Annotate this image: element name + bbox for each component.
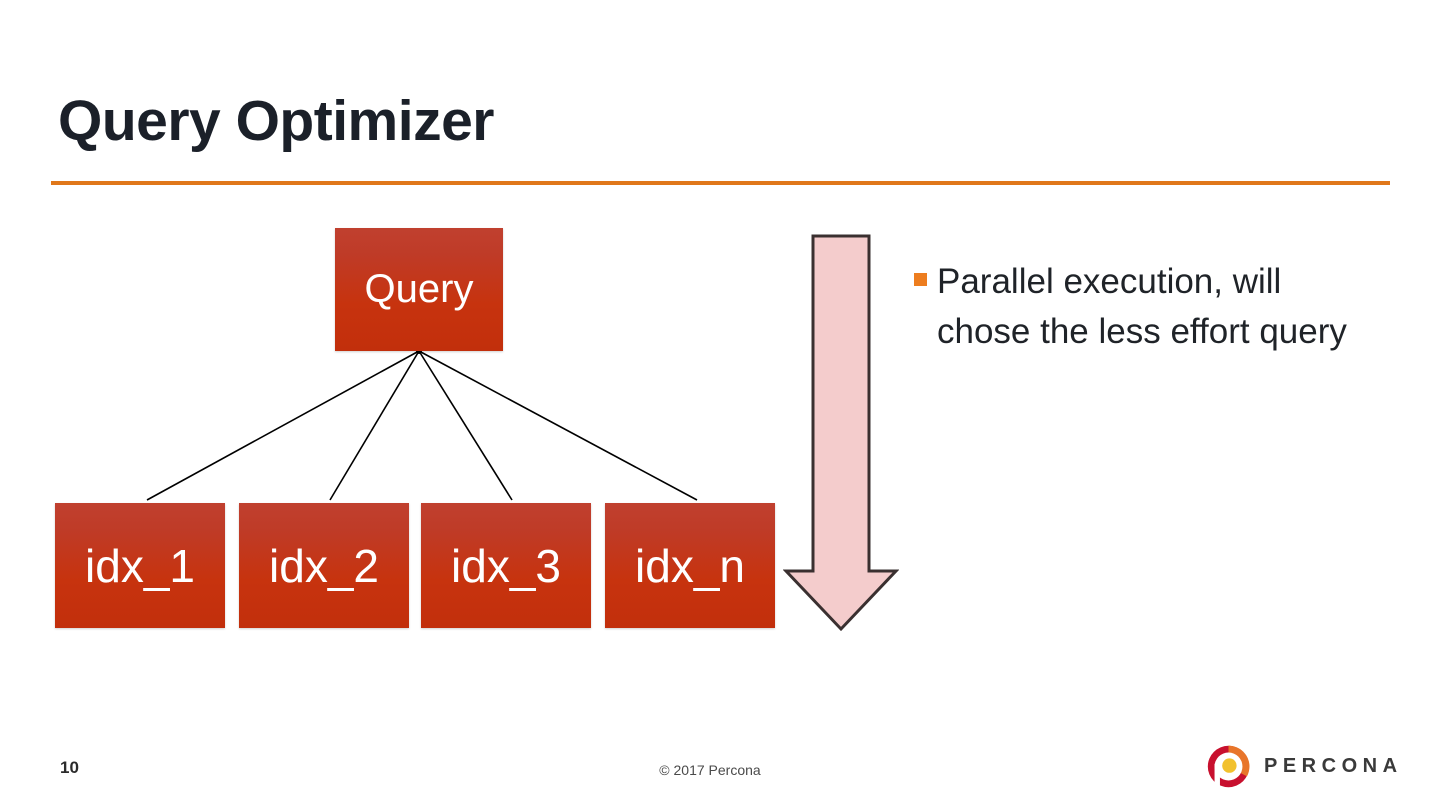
- down-arrow-icon: [783, 234, 899, 632]
- diagram-node-idx-n-label: idx_n: [635, 539, 745, 592]
- copyright-text: © 2017 Percona: [659, 762, 761, 778]
- diagram-node-idx-2[interactable]: idx_2: [239, 503, 409, 628]
- bullet-list: Parallel execution, will chose the less …: [914, 257, 1364, 358]
- diagram-node-idx-1[interactable]: idx_1: [55, 503, 225, 628]
- connector-line-idx-3: [418, 350, 513, 501]
- diagram-node-query[interactable]: Query: [335, 228, 503, 351]
- diagram-node-idx-n[interactable]: idx_n: [605, 503, 775, 628]
- diagram-node-idx-2-label: idx_2: [269, 539, 379, 592]
- connector-line-idx-1: [146, 350, 420, 501]
- page-title: Query Optimizer: [58, 89, 494, 153]
- diagram-node-query-label: Query: [364, 267, 474, 311]
- bullet-square-icon: [914, 273, 927, 286]
- diagram-node-idx-3[interactable]: idx_3: [421, 503, 591, 628]
- connector-line-idx-2: [329, 350, 420, 501]
- title-underline-rule: [51, 181, 1390, 185]
- page-number: 10: [60, 758, 79, 777]
- percona-logo-icon: [1207, 745, 1250, 788]
- connector-line-idx-n: [418, 350, 698, 501]
- diagram-node-idx-3-label: idx_3: [451, 539, 561, 592]
- diagram-node-idx-1-label: idx_1: [85, 539, 195, 592]
- percona-logo: PERCONA: [1206, 744, 1403, 789]
- bullet-item-text: Parallel execution, will chose the less …: [937, 262, 1347, 352]
- percona-wordmark: PERCONA: [1264, 755, 1403, 777]
